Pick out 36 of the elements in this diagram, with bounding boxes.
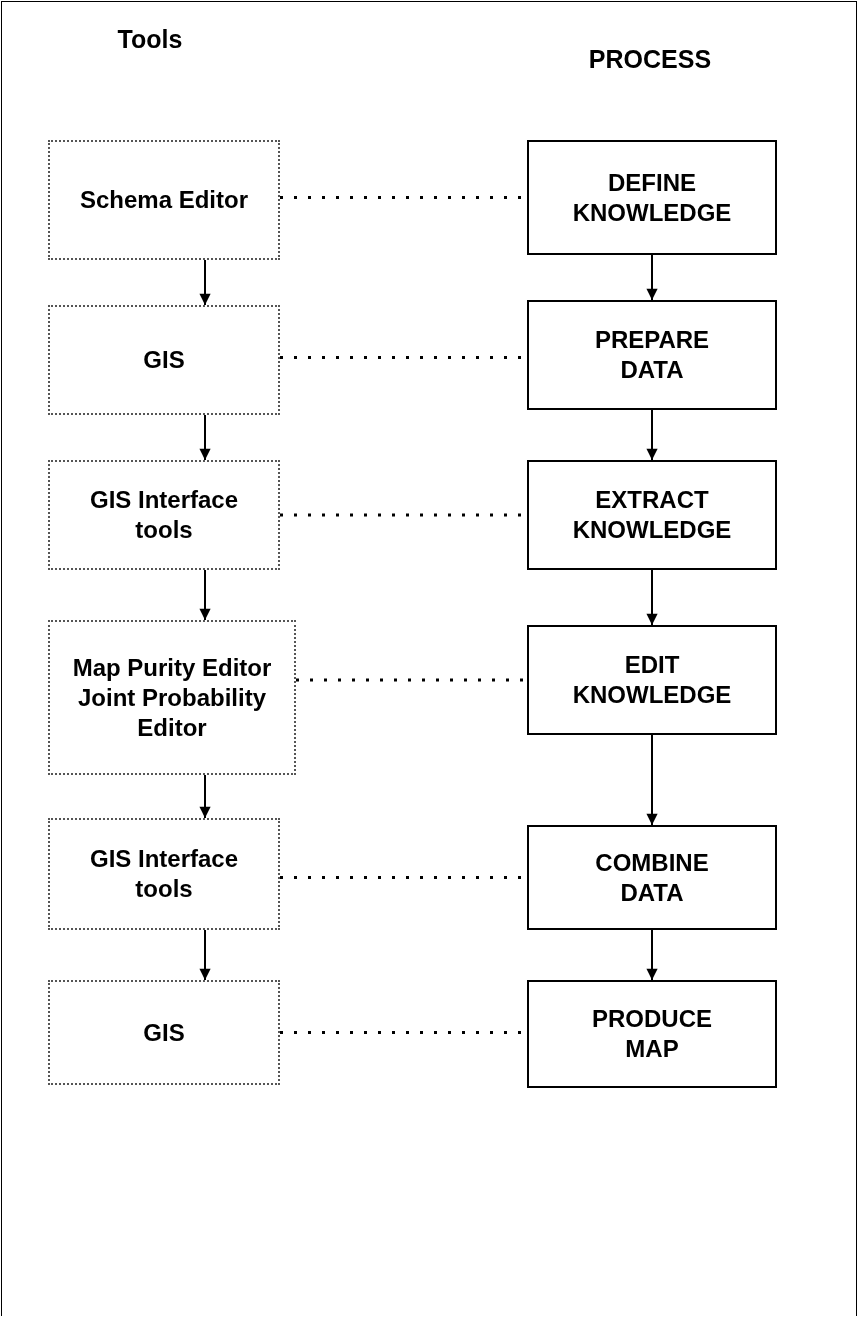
tool-name: GIS xyxy=(143,1017,185,1048)
process-box xyxy=(527,980,777,1088)
process-step: EXTRACT KNOWLEDGE xyxy=(564,485,740,545)
process-box xyxy=(527,825,777,930)
process-step: DEFINE KNOWLEDGE xyxy=(564,167,740,228)
process-box xyxy=(527,300,777,410)
arrow xyxy=(199,774,211,819)
tool-box xyxy=(48,140,280,260)
tool-name: GIS xyxy=(143,345,185,375)
tool-box xyxy=(48,305,280,415)
arrow xyxy=(646,929,658,981)
arrow xyxy=(199,414,211,461)
process-box xyxy=(527,140,777,255)
column-heading: Tools xyxy=(116,25,184,54)
tool-name: GIS Interface tools xyxy=(88,485,240,545)
arrow xyxy=(646,569,658,626)
arrow xyxy=(199,569,211,621)
tool-name: Map Purity Editor Joint Probability Editor xyxy=(71,652,273,743)
process-step: PRODUCE MAP xyxy=(564,1004,740,1064)
process-box xyxy=(527,625,777,735)
tool-box xyxy=(48,620,296,775)
tool-box xyxy=(48,460,280,570)
tool-box xyxy=(48,818,280,930)
arrow xyxy=(646,409,658,461)
process-box xyxy=(527,460,777,570)
tool-name: GIS Interface tools xyxy=(88,844,240,904)
process-step: COMBINE DATA xyxy=(564,847,740,908)
tool-name: Schema Editor xyxy=(79,185,248,215)
arrow xyxy=(199,259,211,306)
arrow xyxy=(646,254,658,301)
process-step: EDIT KNOWLEDGE xyxy=(564,650,740,710)
column-heading: PROCESS xyxy=(587,45,713,74)
arrow xyxy=(199,929,211,981)
tool-box xyxy=(48,980,280,1085)
arrow xyxy=(646,734,658,826)
process-step: PREPARE DATA xyxy=(564,325,740,385)
